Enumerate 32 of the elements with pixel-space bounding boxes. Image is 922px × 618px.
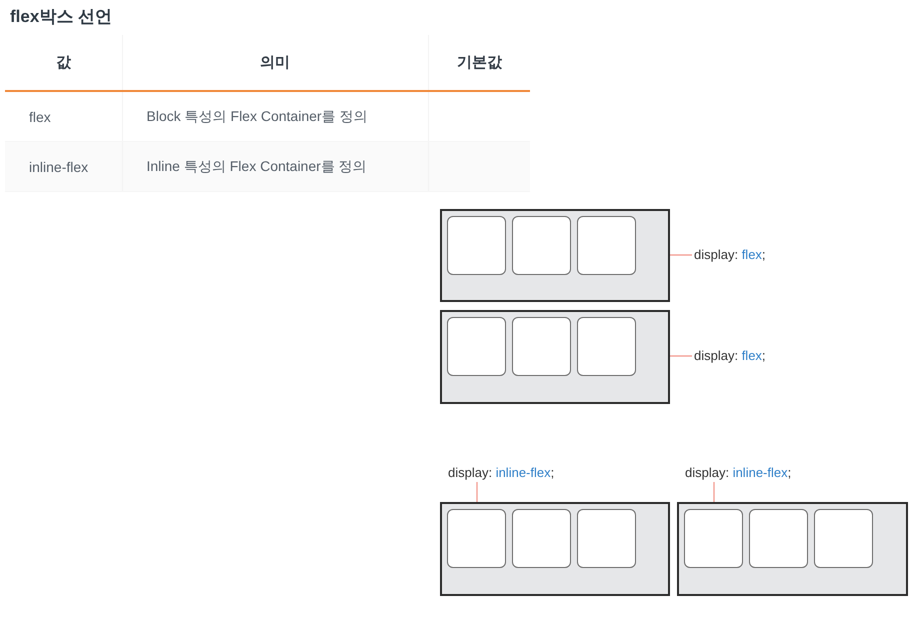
code-label: display: flex; [692, 246, 768, 264]
column-header: 기본값 [428, 35, 530, 91]
flex-item [447, 317, 506, 376]
code-label: display: inline-flex; [446, 464, 556, 482]
leader-line [713, 482, 715, 502]
table-cell: flex [5, 91, 122, 142]
flex-container [440, 310, 670, 404]
flex-item [512, 216, 571, 275]
flex-item [814, 509, 873, 568]
flex-item [684, 509, 743, 568]
flex-item [577, 509, 636, 568]
diagram-title: flex박스 선언 [10, 6, 112, 28]
flex-item [577, 216, 636, 275]
code-label: display: flex; [692, 347, 768, 365]
column-header: 값 [5, 35, 122, 91]
leader-line [670, 355, 692, 357]
flex-container [440, 502, 670, 596]
flex-container [440, 209, 670, 302]
table-cell: inline-flex [5, 142, 122, 192]
table-cell: Block 특성의 Flex Container를 정의 [122, 91, 428, 142]
flex-item [447, 216, 506, 275]
leader-line [476, 482, 478, 502]
leader-line [670, 254, 692, 256]
flex-item [577, 317, 636, 376]
table-cell: Inline 특성의 Flex Container를 정의 [122, 142, 428, 192]
flex-item [447, 509, 506, 568]
flex-item [512, 509, 571, 568]
flex-item [749, 509, 808, 568]
flex-container [677, 502, 908, 596]
flex-item [512, 317, 571, 376]
code-label: display: inline-flex; [683, 464, 794, 482]
column-header: 의미 [122, 35, 428, 91]
